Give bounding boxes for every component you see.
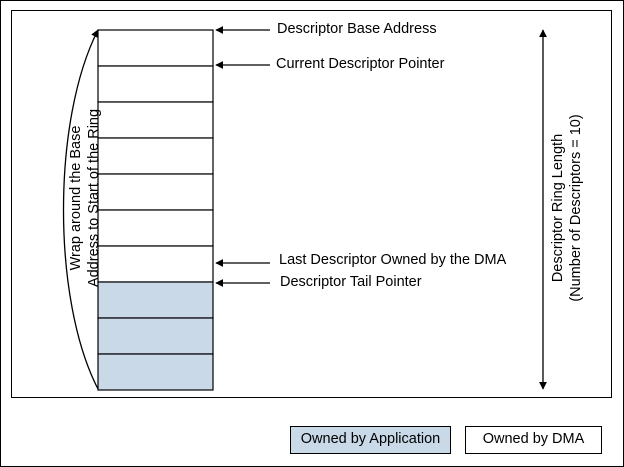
wrap-label-line-1: Wrap around the Base — [68, 125, 84, 271]
ring-length-label: Descriptor Ring Length (Number of Descri… — [549, 114, 585, 301]
current-pointer-label: Current Descriptor Pointer — [276, 56, 445, 72]
ring-length-line-2: (Number of Descriptors = 10) — [568, 114, 584, 302]
tail-pointer-label: Descriptor Tail Pointer — [280, 274, 422, 290]
descriptor-owned-by-application — [97, 281, 214, 319]
descriptor-owned-by-application — [97, 353, 214, 391]
descriptor-owned-by-dma — [97, 65, 214, 103]
descriptor-stack — [97, 29, 214, 391]
wrap-label-line-2: Address to Start of the Ring — [86, 108, 102, 288]
base-address-label: Descriptor Base Address — [277, 21, 437, 37]
descriptor-owned-by-dma — [97, 29, 214, 67]
legend-owned-by-application: Owned by Application — [290, 426, 451, 454]
descriptor-owned-by-dma — [97, 101, 214, 139]
last-owned-label: Last Descriptor Owned by the DMA — [279, 252, 507, 268]
descriptor-owned-by-dma — [97, 209, 214, 247]
wrap-around-arrow — [62, 29, 99, 390]
diagram-panel — [11, 10, 612, 398]
descriptor-owned-by-dma — [97, 137, 214, 175]
wrap-around-label: Wrap around the Base Address to Start of… — [67, 109, 103, 287]
descriptor-owned-by-application — [97, 317, 214, 355]
descriptor-owned-by-dma — [97, 173, 214, 211]
descriptor-owned-by-dma — [97, 245, 214, 283]
legend-owned-by-dma: Owned by DMA — [465, 426, 602, 454]
ring-length-line-1: Descriptor Ring Length — [550, 133, 566, 283]
